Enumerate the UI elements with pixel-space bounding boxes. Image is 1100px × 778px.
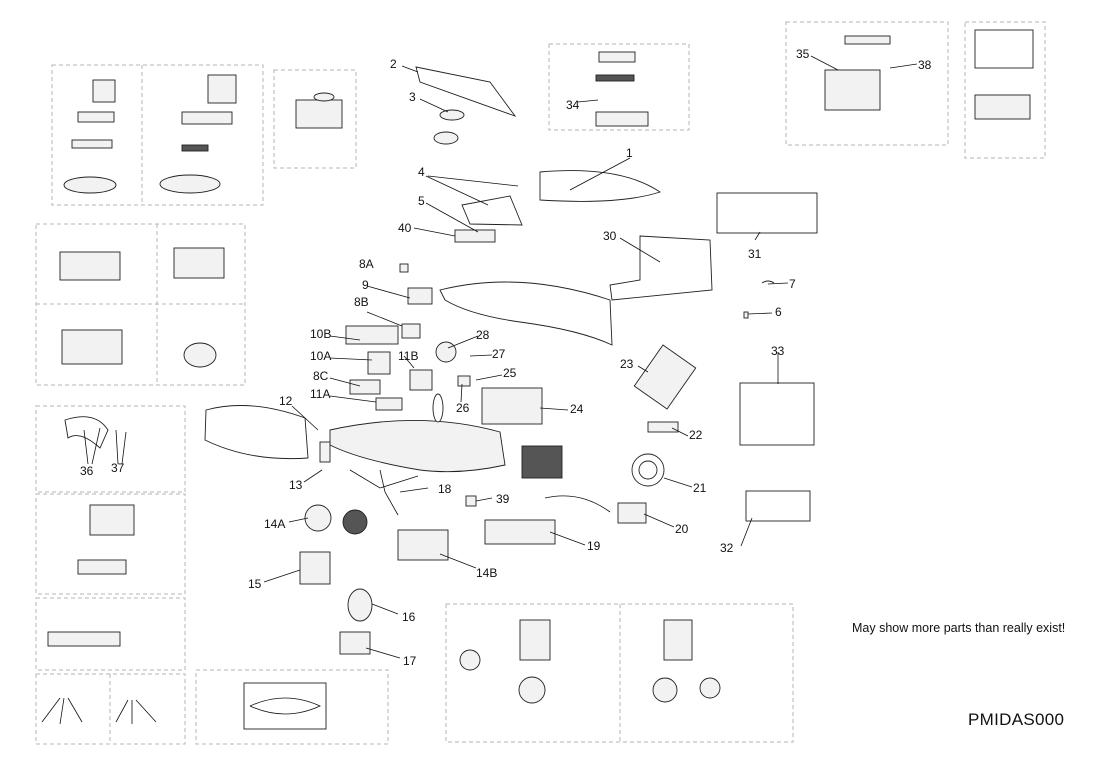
- part-chassis: [329, 420, 506, 473]
- callout-12: 12: [279, 394, 293, 408]
- part-remote-23: [633, 344, 697, 410]
- callout-20: 20: [675, 522, 689, 536]
- callout-36: 36: [80, 464, 94, 478]
- part-bumper: [204, 405, 309, 460]
- part-lidar-cap-3: [439, 109, 465, 121]
- part-top-cover-2: [415, 66, 517, 117]
- box-dustbin-detail: [785, 21, 949, 146]
- callout-9: 9: [362, 278, 369, 292]
- part-lidar-40: [454, 229, 496, 243]
- box-bumper-parts: [35, 405, 186, 493]
- callout-18: 18: [438, 482, 452, 496]
- part-water-tank-31: [716, 192, 818, 234]
- callout-11b: 11B: [398, 349, 418, 363]
- box-gearbox-detail: [51, 64, 264, 206]
- part-upper-shell: [439, 281, 613, 346]
- callout-14b: 14B: [476, 566, 497, 580]
- part-16: [347, 588, 373, 622]
- callout-25: 25: [503, 366, 517, 380]
- callout-15: 15: [248, 577, 262, 591]
- part-dock-30: [609, 235, 713, 301]
- callout-2: 2: [390, 57, 397, 71]
- callout-10a: 10A: [310, 349, 331, 363]
- part-top-lid-1: [539, 170, 662, 202]
- box-top-module: [548, 43, 690, 131]
- subassembly-sketches: [41, 29, 1034, 730]
- part-kit-33: [739, 382, 815, 446]
- callout-19: 19: [587, 539, 601, 553]
- callout-1: 1: [626, 146, 633, 160]
- disclaimer-note: May show more parts than really exist!: [852, 621, 1066, 635]
- callout-37: 37: [111, 461, 125, 475]
- part-17: [339, 631, 371, 655]
- part-base-19: [484, 519, 556, 545]
- callout-40: 40: [398, 221, 412, 235]
- callout-8a: 8A: [359, 257, 374, 271]
- part-filter-22: [647, 421, 679, 433]
- callout-34: 34: [566, 98, 580, 112]
- callout-4: 4: [418, 165, 425, 179]
- callout-30: 30: [603, 229, 617, 243]
- callout-21: 21: [693, 481, 707, 495]
- callout-23: 23: [620, 357, 634, 371]
- box-side-brush-motor: [273, 69, 357, 169]
- callout-16: 16: [402, 610, 416, 624]
- callout-8c: 8C: [313, 369, 329, 383]
- part-plate-4: [461, 195, 523, 226]
- box-side-brushes: [35, 673, 186, 745]
- callout-24: 24: [570, 402, 584, 416]
- box-wheel-modules: [445, 603, 794, 743]
- callout-39: 39: [496, 492, 510, 506]
- part-adapter-20: [617, 502, 647, 524]
- part-wheel-14b: [397, 529, 449, 561]
- part-15: [299, 551, 331, 585]
- box-mop-detail: [964, 21, 1046, 159]
- main-parts: [204, 66, 818, 655]
- subassembly-boxes: [35, 21, 1046, 745]
- callout-26: 26: [456, 401, 470, 415]
- callout-35: 35: [796, 47, 810, 61]
- box-filter-detail: [35, 597, 186, 671]
- callout-17: 17: [403, 654, 417, 668]
- callout-13: 13: [289, 478, 303, 492]
- callout-14a: 14A: [264, 517, 285, 531]
- callout-33: 33: [771, 344, 785, 358]
- part-pad-32: [745, 490, 811, 522]
- callout-11a: 11A: [310, 387, 330, 401]
- callout-3: 3: [409, 90, 416, 104]
- callout-5: 5: [418, 194, 425, 208]
- callout-38: 38: [918, 58, 932, 72]
- callout-10b: 10B: [310, 327, 331, 341]
- callout-labels: 1 2 3 4 5 6 7 8A 8B 8C 9 10A 10B 11A 11B…: [80, 47, 932, 668]
- part-39: [465, 495, 477, 507]
- callout-28: 28: [476, 328, 490, 342]
- callout-8b: 8B: [354, 295, 369, 309]
- callout-32: 32: [720, 541, 734, 555]
- leader-lines: [83, 55, 918, 659]
- callout-27: 27: [492, 347, 506, 361]
- diagram-code: PMIDAS000: [968, 710, 1065, 729]
- box-fan-detail: [35, 493, 186, 595]
- callout-22: 22: [689, 428, 703, 442]
- part-dustbin-24: [481, 387, 543, 425]
- callout-7: 7: [789, 277, 796, 291]
- callout-31: 31: [748, 247, 762, 261]
- callout-6: 6: [775, 305, 782, 319]
